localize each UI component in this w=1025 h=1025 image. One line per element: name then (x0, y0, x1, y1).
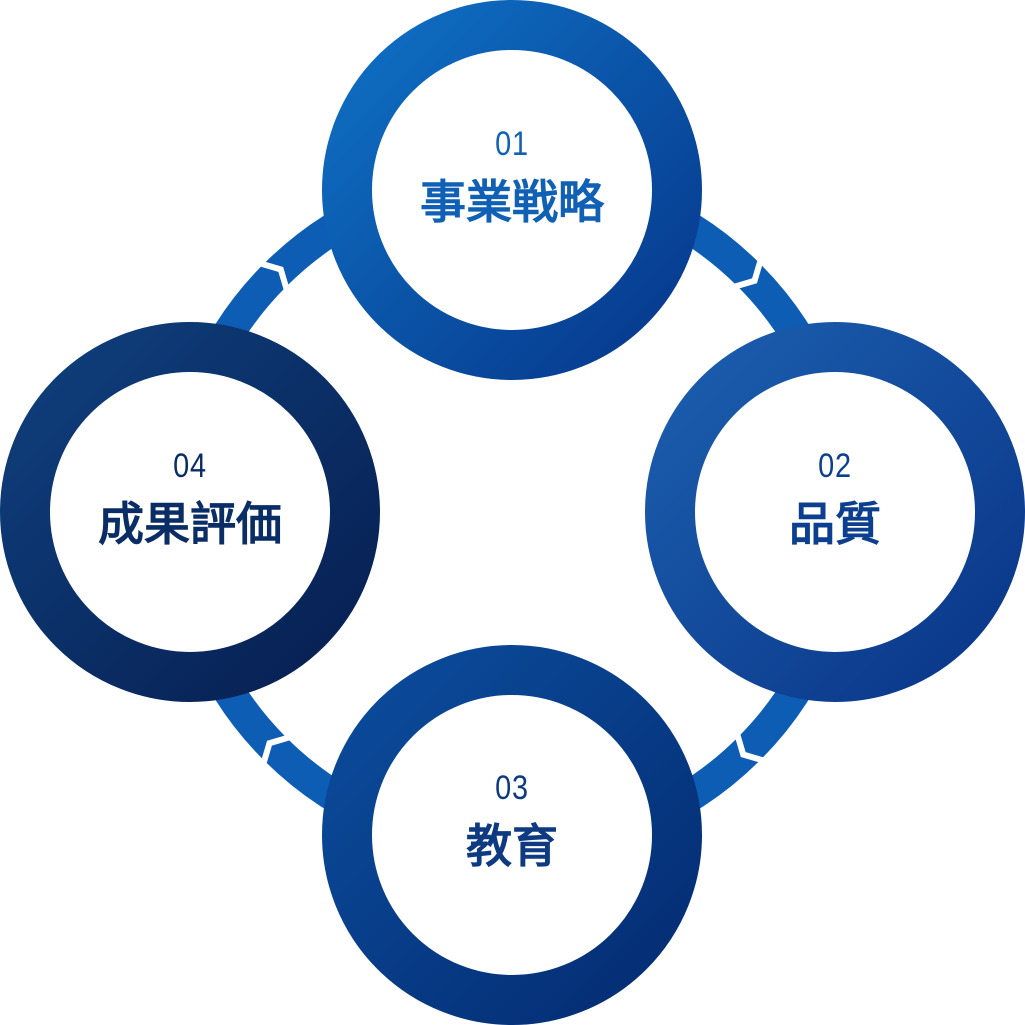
step-ring (322, 645, 702, 1025)
arrow-chevron-icon (733, 729, 769, 765)
step-title: 成果評価 (98, 497, 282, 551)
arrow-chevron-icon (259, 733, 295, 769)
arrow-chevron-icon (255, 259, 291, 295)
step-04: 04 成果評価 (50, 446, 330, 554)
step-number: 04 (173, 447, 207, 485)
step-title: 品質 (789, 497, 881, 551)
step-ring (0, 322, 380, 702)
step-number: 03 (495, 769, 529, 807)
arrow-chevron-icon (729, 255, 765, 291)
step-title: 事業戦略 (420, 175, 604, 229)
step-number: 01 (495, 125, 529, 163)
step-title: 教育 (466, 819, 558, 873)
step-number: 02 (818, 447, 852, 485)
step-ring (322, 0, 702, 380)
step-ring (645, 322, 1025, 702)
step-03: 03 教育 (372, 768, 652, 876)
step-01: 01 事業戦略 (372, 124, 652, 232)
step-02: 02 品質 (695, 446, 975, 554)
